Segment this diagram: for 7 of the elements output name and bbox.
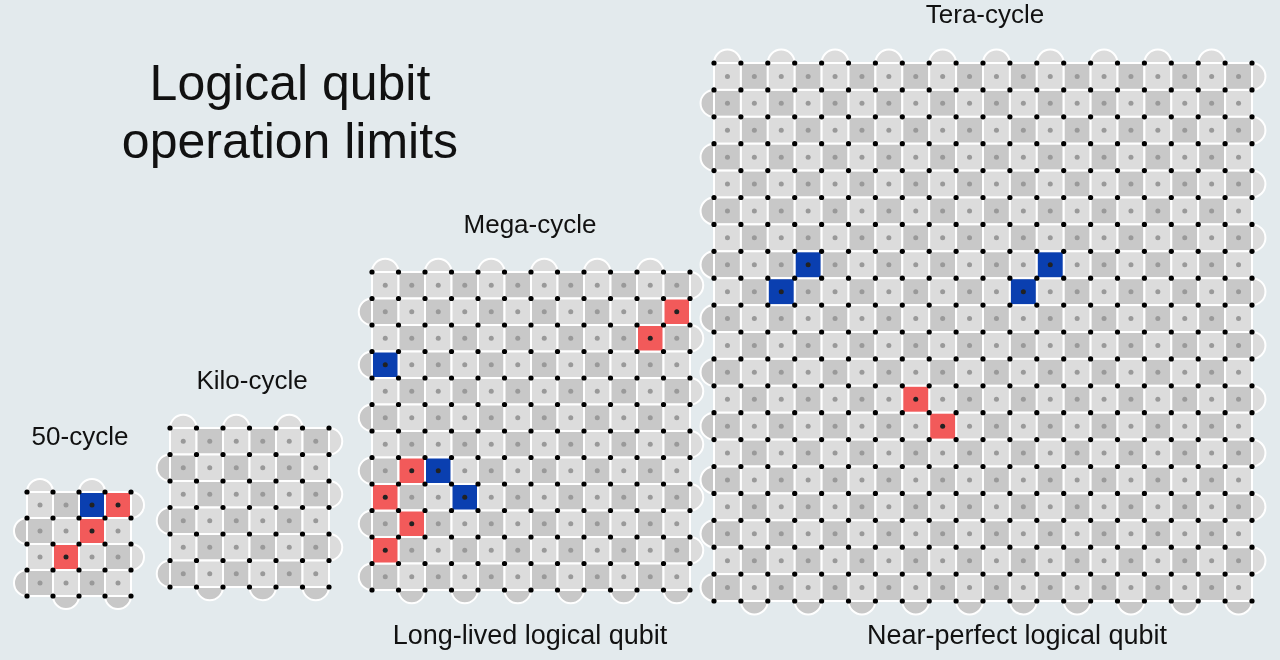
caption-text: Near-perfect logical qubit (866, 620, 1168, 652)
grid-label: Tera-cycle (925, 0, 1045, 30)
grid-label: Kilo-cycle (196, 366, 308, 396)
grid-label: Mega-cycle (463, 210, 597, 240)
title-heading: Logical qubit operation limits (120, 55, 460, 170)
caption-text: Long-lived logical qubit (392, 620, 668, 652)
grid-label: 50-cycle (31, 422, 129, 452)
